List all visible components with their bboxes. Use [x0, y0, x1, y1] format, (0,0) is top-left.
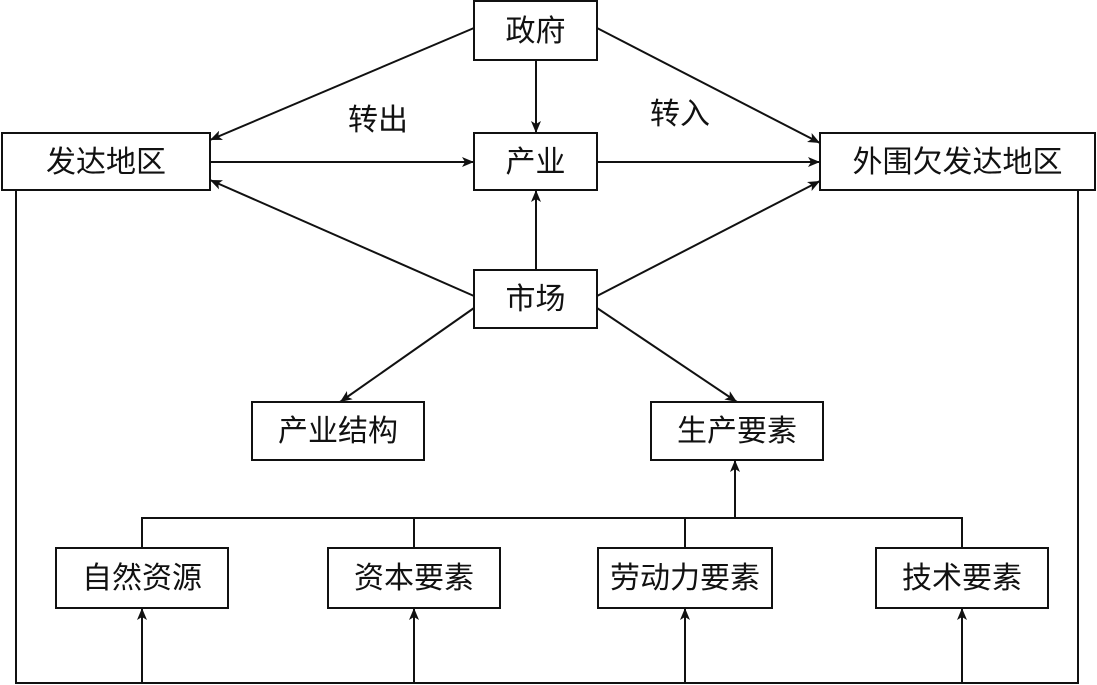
node-production-factors: 生产要素 [650, 401, 824, 461]
node-developed: 发达地区 [1, 132, 211, 191]
node-industry: 产业 [473, 132, 598, 191]
node-label: 生产要素 [677, 414, 797, 449]
label-transfer-out: 转出 [348, 103, 408, 138]
node-label: 发达地区 [46, 145, 166, 180]
arrow-government-developed [209, 27, 475, 141]
node-label: 产业 [506, 145, 566, 180]
node-labor: 劳动力要素 [597, 547, 773, 609]
node-periphery: 外围欠发达地区 [819, 132, 1096, 191]
arrow-market-structure [339, 307, 475, 403]
node-label: 市场 [506, 282, 566, 317]
factor-bus-line [141, 517, 963, 548]
node-label: 政府 [506, 14, 566, 49]
node-label: 技术要素 [902, 561, 1022, 596]
connectors [15, 27, 1079, 684]
node-natural-resources: 自然资源 [55, 547, 229, 609]
arrow-market-periphery [596, 180, 821, 297]
node-capital: 资本要素 [327, 547, 501, 609]
node-government: 政府 [473, 0, 598, 61]
bottom-loop-line [15, 190, 1079, 684]
arrow-market-developed [209, 179, 475, 297]
node-industry-structure: 产业结构 [251, 401, 425, 461]
node-technology: 技术要素 [875, 547, 1049, 609]
arrow-market-factors [596, 307, 738, 403]
node-label: 劳动力要素 [610, 561, 760, 596]
node-market: 市场 [473, 269, 598, 329]
node-label: 自然资源 [82, 561, 202, 596]
node-label: 外围欠发达地区 [853, 145, 1063, 180]
label-transfer-in: 转入 [650, 97, 710, 132]
node-label: 产业结构 [278, 414, 398, 449]
arrow-government-periphery [596, 27, 821, 144]
node-label: 资本要素 [354, 561, 474, 596]
